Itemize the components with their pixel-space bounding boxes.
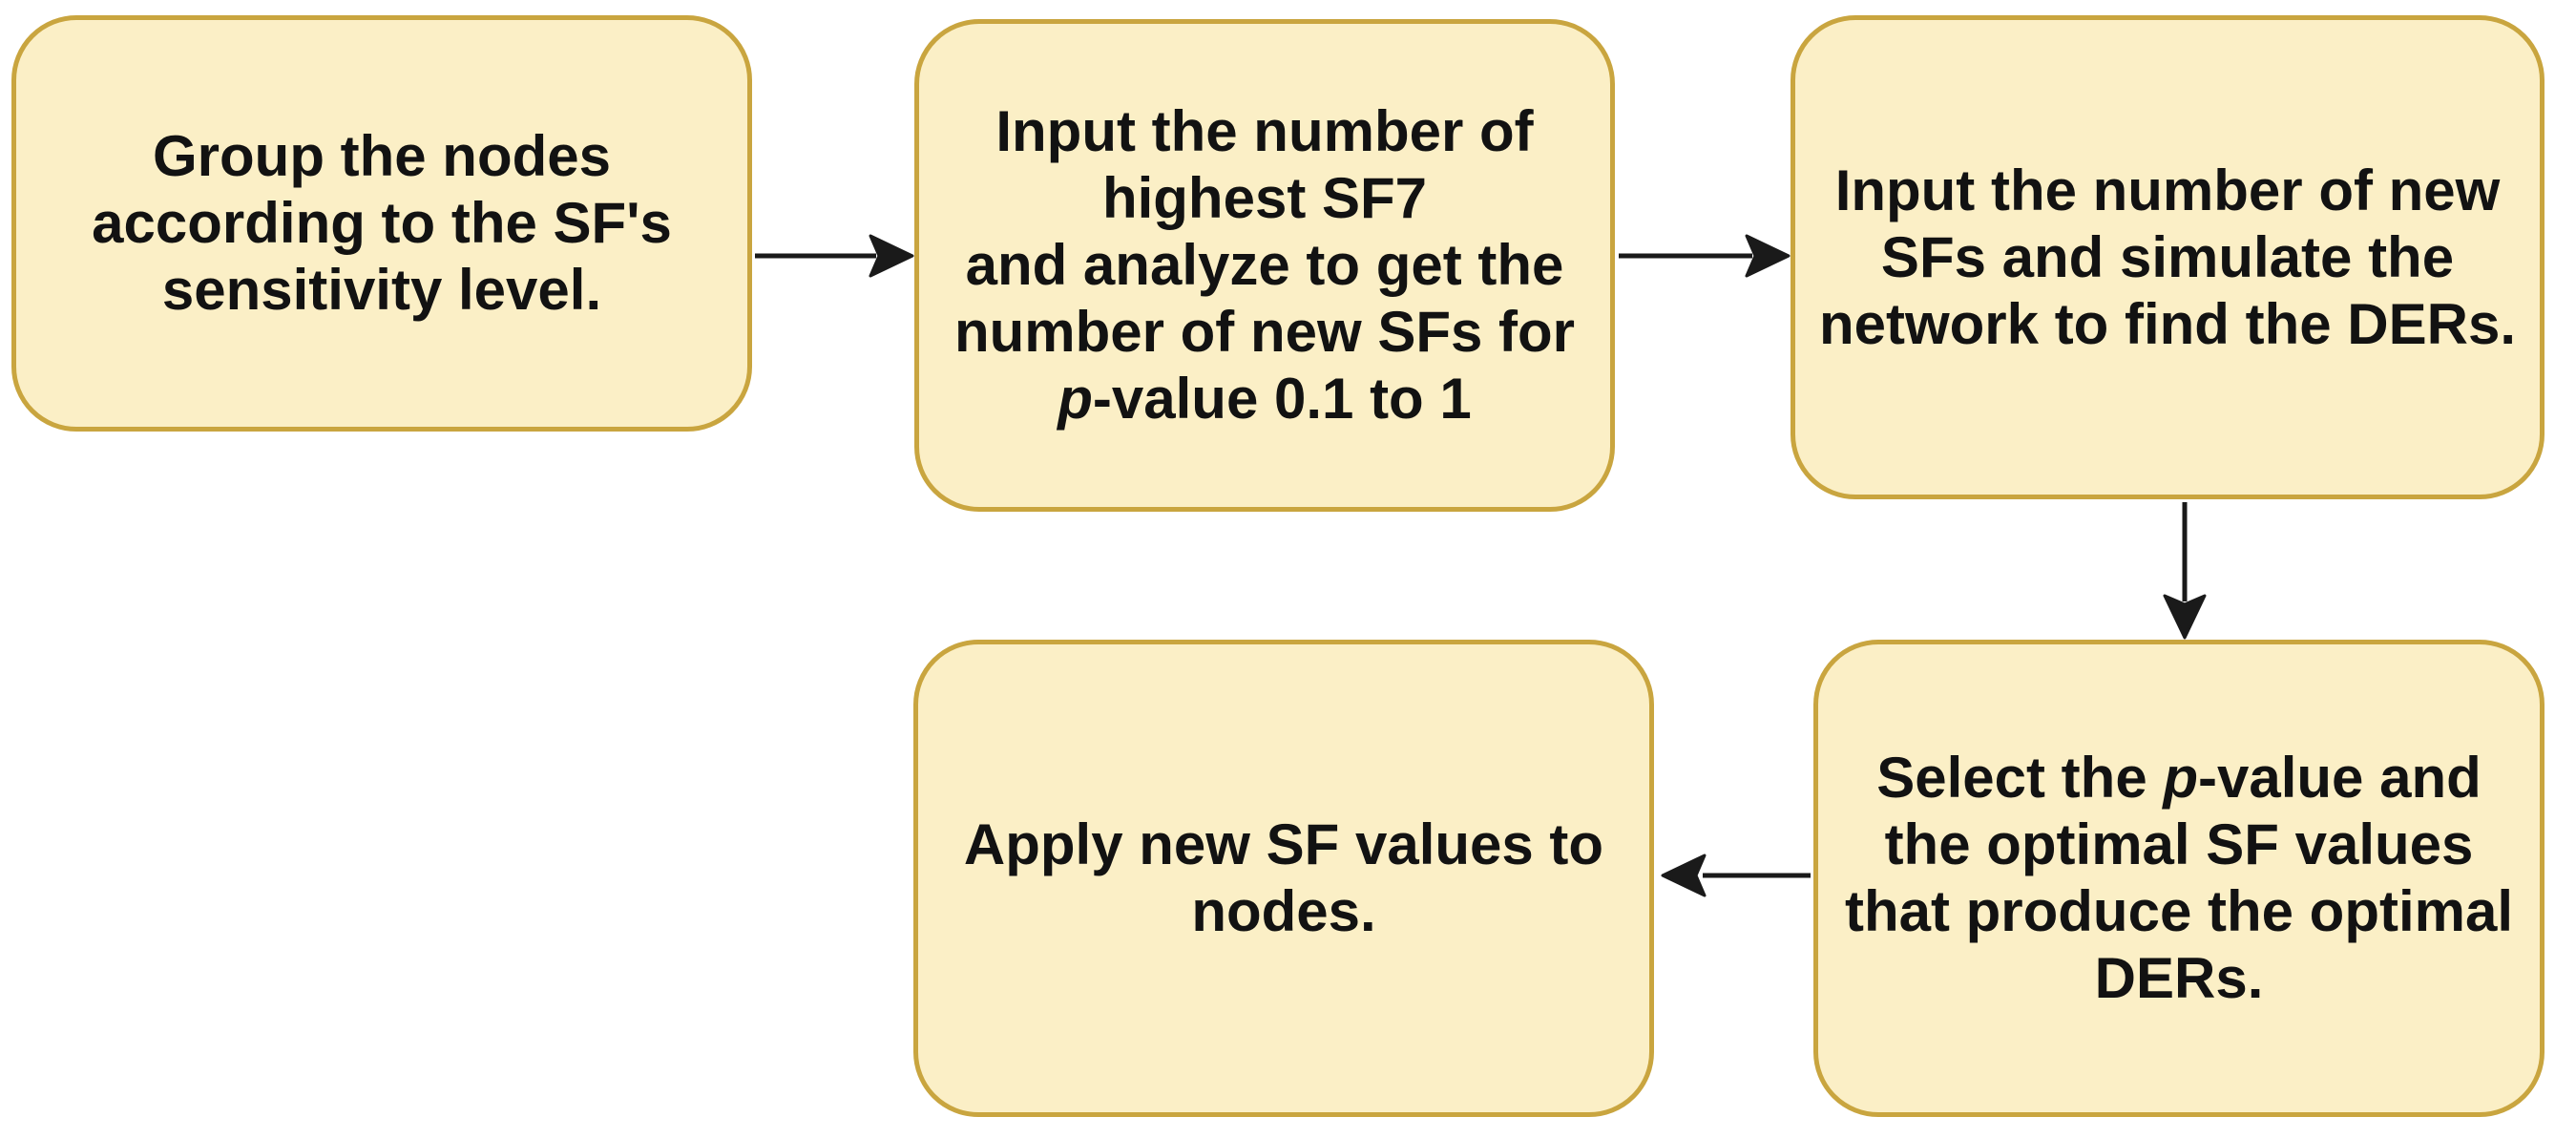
arrow-step1-to-step2	[755, 234, 914, 278]
arrow-step2-to-step3	[1619, 234, 1791, 278]
arrow-step3-to-step4	[2163, 502, 2207, 640]
arrow-step4-to-step5	[1661, 854, 1811, 897]
